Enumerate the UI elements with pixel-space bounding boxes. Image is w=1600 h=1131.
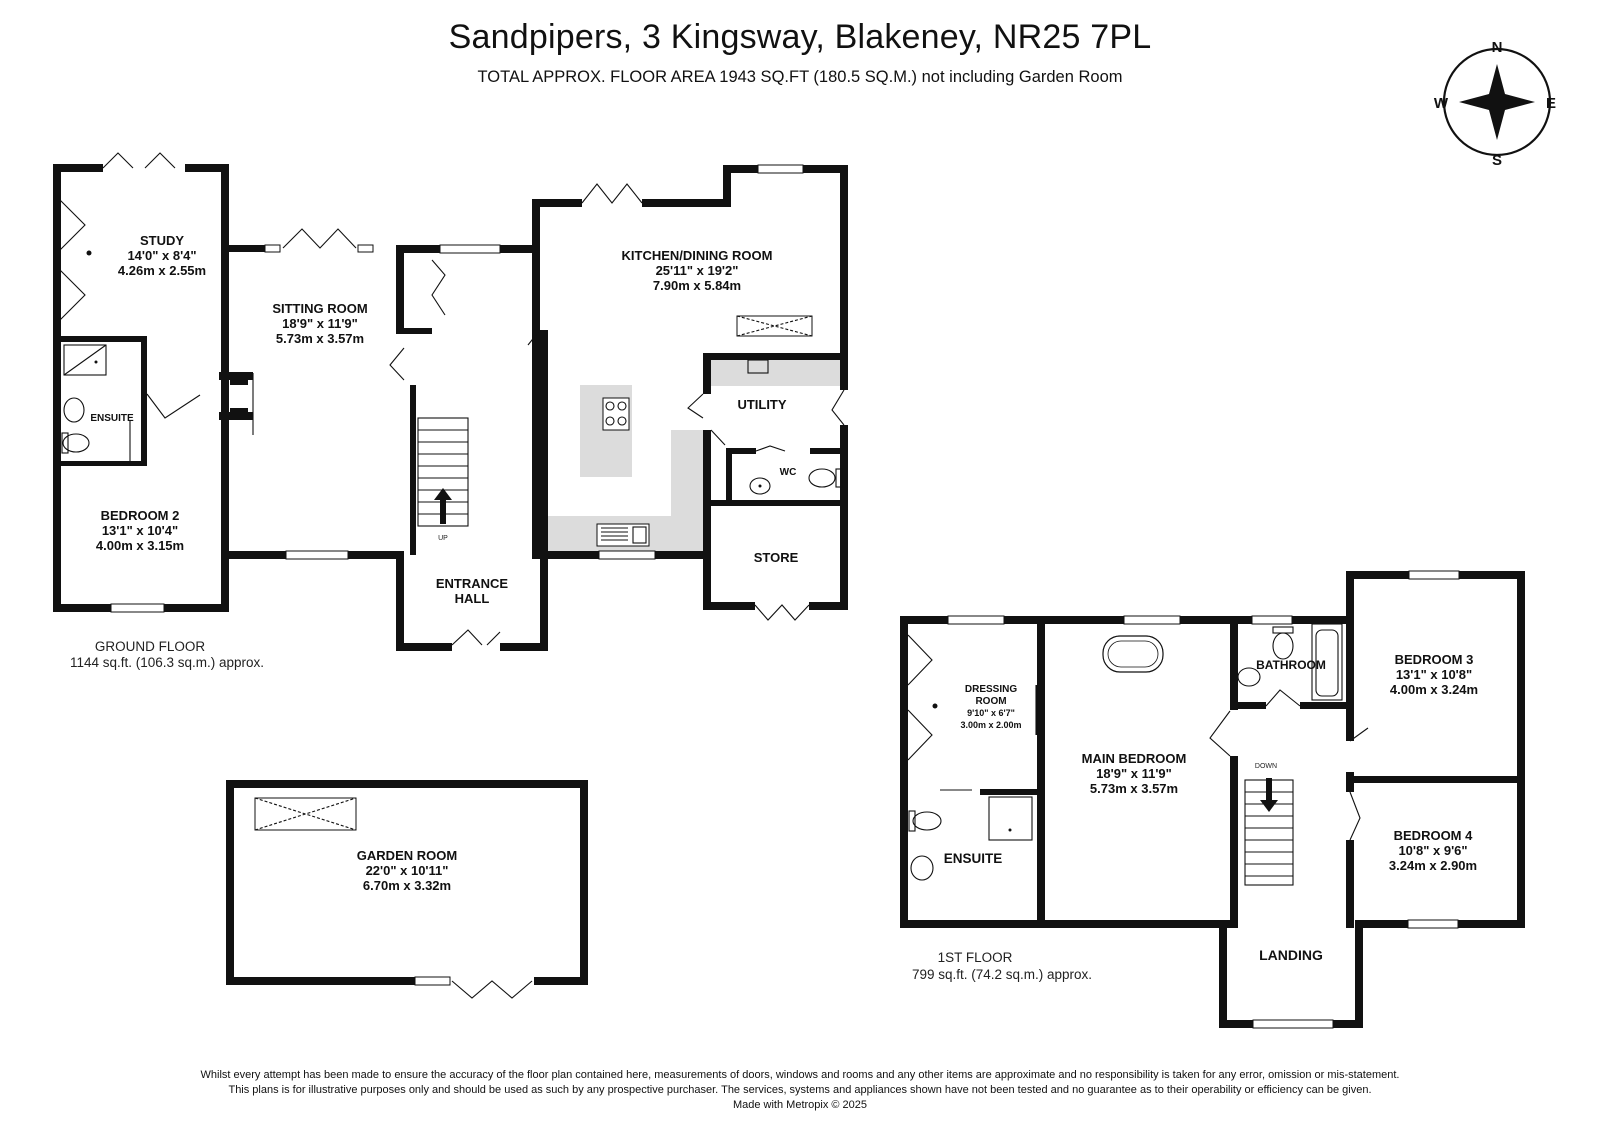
dressing-imperial: 9'10" x 6'7"	[967, 708, 1015, 718]
ground-floor-area: 1144 sq.ft. (106.3 sq.m.) approx.	[70, 655, 264, 670]
first-floor-label: 1ST FLOOR	[938, 950, 1013, 965]
kitchen-metric: 7.90m x 5.84m	[653, 278, 741, 293]
ground-floor-plan: UP	[53, 152, 848, 670]
plan-subtitle: TOTAL APPROX. FLOOR AREA 1943 SQ.FT (180…	[477, 68, 1123, 86]
study-name: STUDY	[140, 233, 184, 248]
wc-name: WC	[780, 467, 797, 478]
dressing-name: DRESSING	[965, 684, 1017, 695]
bedroom2-name: BEDROOM 2	[101, 508, 180, 523]
study-imperial: 14'0" x 8'4"	[127, 248, 196, 263]
bedroom2-metric: 4.00m x 3.15m	[96, 538, 184, 553]
dressing-name2: ROOM	[975, 696, 1006, 707]
bedroom4-name: BEDROOM 4	[1394, 828, 1474, 843]
bedroom3-name: BEDROOM 3	[1395, 652, 1474, 667]
garden-room-plan: GARDEN ROOM 22'0" x 10'11" 6.70m x 3.32m	[226, 780, 588, 999]
compass-rose: N E S W	[1434, 39, 1556, 169]
sitting-imperial: 18'9" x 11'9"	[282, 316, 358, 331]
compass-n: N	[1492, 39, 1503, 56]
disclaimer-line-1: Whilst every attempt has been made to en…	[200, 1069, 1400, 1081]
kitchen-name: KITCHEN/DINING ROOM	[622, 248, 773, 263]
bathroom-name: BATHROOM	[1256, 658, 1326, 672]
garden-room-metric: 6.70m x 3.32m	[363, 878, 451, 893]
disclaimer-line-2: This plans is for illustrative purposes …	[228, 1084, 1372, 1096]
landing-name: LANDING	[1259, 947, 1323, 963]
study-metric: 4.26m x 2.55m	[118, 263, 206, 278]
first-floor-area: 799 sq.ft. (74.2 sq.m.) approx.	[912, 967, 1092, 982]
stair-down-label: DOWN	[1255, 763, 1277, 770]
sitting-name: SITTING ROOM	[272, 301, 367, 316]
disclaimer-credit: Made with Metropix © 2025	[732, 1099, 868, 1111]
bedroom3-metric: 4.00m x 3.24m	[1390, 682, 1478, 697]
ensuite-name: ENSUITE	[90, 413, 134, 424]
compass-e: E	[1546, 95, 1556, 112]
garden-room-name: GARDEN ROOM	[357, 848, 457, 863]
ground-floor-label: GROUND FLOOR	[95, 639, 206, 654]
bedroom3-imperial: 13'1" x 10'8"	[1396, 667, 1472, 682]
main-bedroom-name: MAIN BEDROOM	[1082, 751, 1187, 766]
bedroom2-imperial: 13'1" x 10'4"	[102, 523, 178, 538]
kitchen-imperial: 25'11" x 19'2"	[656, 263, 739, 278]
compass-s: S	[1492, 152, 1502, 169]
hall-name: ENTRANCE	[436, 576, 509, 591]
utility-name: UTILITY	[737, 397, 786, 412]
garden-room-imperial: 22'0" x 10'11"	[366, 863, 449, 878]
compass-w: W	[1434, 95, 1449, 112]
hall-name2: HALL	[455, 591, 490, 606]
dressing-metric: 3.00m x 2.00m	[960, 720, 1021, 730]
first-floor-plan: DOWN DRESSING ROOM 9'10" x 6'7" 3.00m x …	[900, 570, 1525, 1029]
sitting-metric: 5.73m x 3.57m	[276, 331, 364, 346]
stair-up-label: UP	[438, 535, 448, 542]
main-bedroom-metric: 5.73m x 3.57m	[1090, 781, 1178, 796]
bedroom4-metric: 3.24m x 2.90m	[1389, 858, 1477, 873]
main-bedroom-imperial: 18'9" x 11'9"	[1096, 766, 1172, 781]
disclaimer: Whilst every attempt has been made to en…	[0, 1068, 1600, 1113]
store-name: STORE	[754, 550, 799, 565]
bedroom4-imperial: 10'8" x 9'6"	[1398, 843, 1467, 858]
plan-title: Sandpipers, 3 Kingsway, Blakeney, NR25 7…	[448, 18, 1152, 56]
ff-ensuite-name: ENSUITE	[944, 851, 1003, 866]
